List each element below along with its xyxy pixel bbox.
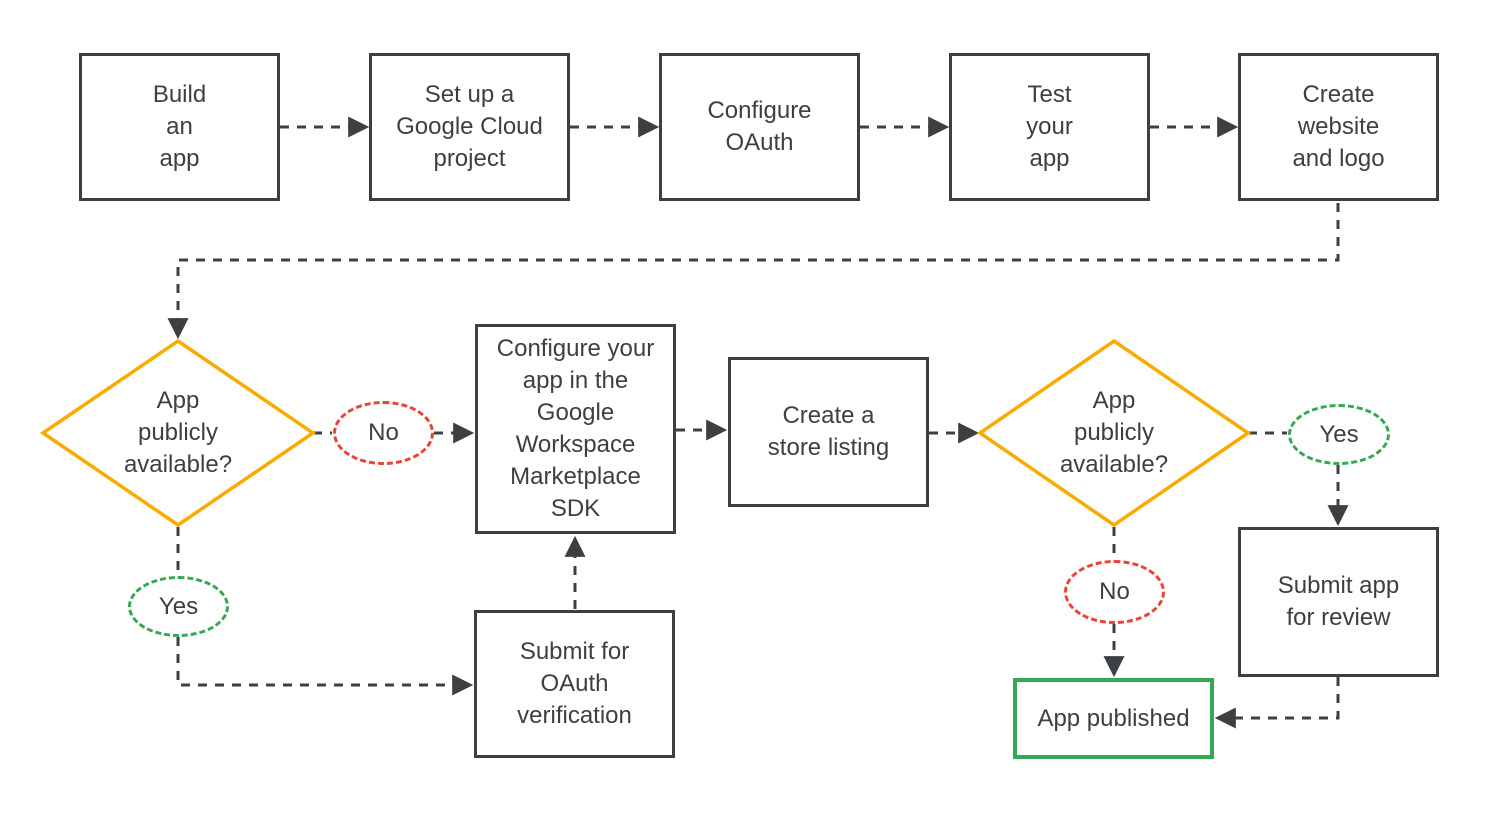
pill-no-left-label: No bbox=[368, 419, 399, 446]
node-create-store-listing-label: Create a store listing bbox=[767, 402, 890, 461]
connector-yes-to-submit-oauth bbox=[176, 637, 474, 696]
node-build-app: Build an app bbox=[79, 53, 280, 201]
decision-right-diamond bbox=[976, 338, 1252, 528]
node-test-your-app: Test your app bbox=[949, 53, 1150, 201]
node-submit-app-for-review: Submit app for review bbox=[1238, 527, 1439, 677]
node-configure-oauth-label: Configure OAuth bbox=[707, 97, 812, 156]
connector-website-to-decision-left bbox=[167, 203, 1340, 340]
node-setup-google-cloud-project: Set up a Google Cloud project bbox=[369, 53, 570, 201]
node-submit-oauth-verification: Submit for OAuth verification bbox=[474, 610, 675, 758]
decision-left-diamond bbox=[39, 338, 317, 528]
node-create-website-and-logo: Create website and logo bbox=[1238, 53, 1439, 201]
decision-left-text: App publicly available? bbox=[123, 387, 233, 478]
pill-no-right-label: No bbox=[1099, 578, 1130, 605]
node-configure-marketplace-sdk-label: Configure your app in the Google Workspa… bbox=[496, 335, 655, 522]
node-create-website-and-logo-label: Create website and logo bbox=[1292, 81, 1385, 172]
pill-no-right: No bbox=[1064, 560, 1165, 624]
node-configure-marketplace-sdk: Configure your app in the Google Workspa… bbox=[475, 324, 676, 534]
decision-right-label: App publicly available? bbox=[994, 385, 1234, 481]
node-submit-oauth-verification-label: Submit for OAuth verification bbox=[517, 638, 632, 729]
node-test-your-app-label: Test your app bbox=[1026, 81, 1073, 172]
pill-yes-right: Yes bbox=[1288, 404, 1390, 465]
node-app-published-label: App published bbox=[1037, 704, 1190, 732]
node-setup-google-cloud-project-label: Set up a Google Cloud project bbox=[396, 81, 543, 172]
node-app-published: App published bbox=[1013, 678, 1214, 759]
pill-yes-left: Yes bbox=[128, 576, 229, 637]
node-create-store-listing: Create a store listing bbox=[728, 357, 929, 507]
node-configure-oauth: Configure OAuth bbox=[659, 53, 860, 201]
pill-no-left: No bbox=[333, 401, 434, 465]
connector-submit-review-to-app-published bbox=[1214, 677, 1340, 729]
node-submit-app-for-review-label: Submit app for review bbox=[1277, 572, 1400, 631]
pill-yes-left-label: Yes bbox=[158, 592, 199, 620]
pill-yes-right-label: Yes bbox=[1319, 420, 1359, 448]
node-build-app-label: Build an app bbox=[152, 81, 207, 172]
decision-right-text: App publicly available? bbox=[1059, 387, 1169, 478]
decision-left-label: App publicly available? bbox=[58, 385, 298, 481]
